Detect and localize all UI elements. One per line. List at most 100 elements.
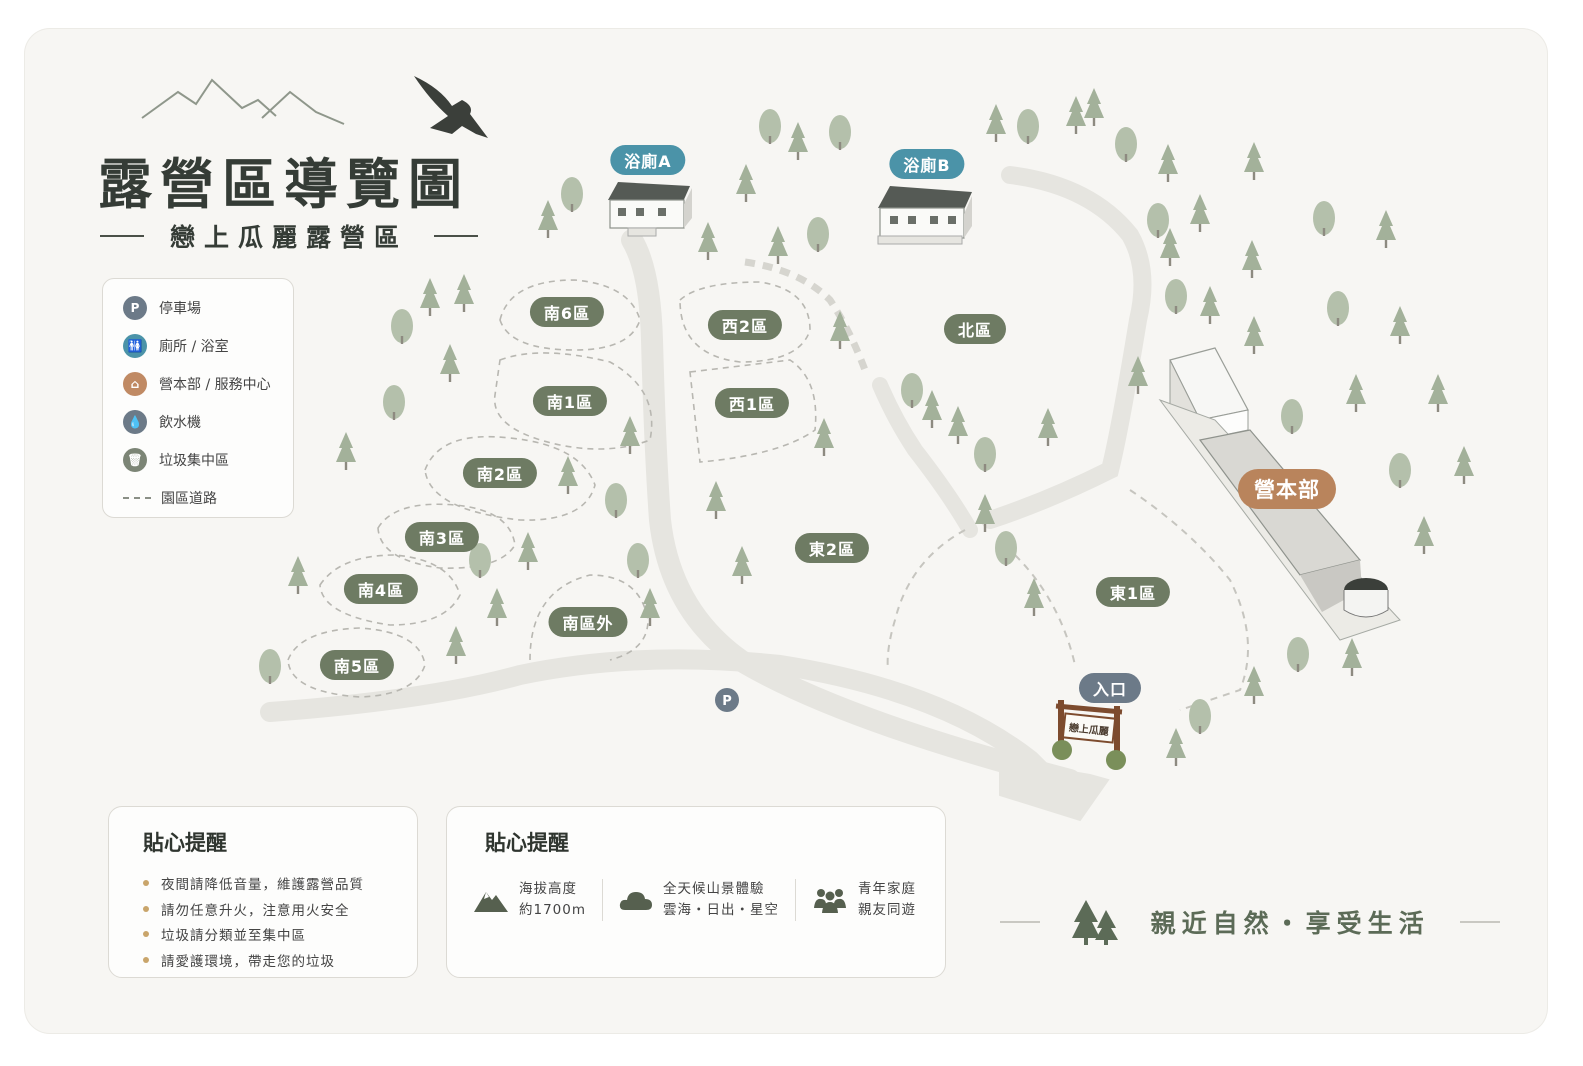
tree-icon	[1242, 240, 1262, 278]
zone-label-6[interactable]: 南區外	[548, 607, 628, 637]
tree-icon	[1158, 144, 1178, 182]
road-dash-icon	[123, 497, 151, 499]
tree-icon	[829, 115, 851, 150]
zone-label-7[interactable]: 西2區	[707, 310, 783, 340]
tree-icon	[1346, 374, 1366, 412]
tip-item: 垃圾請分類並至集中區	[143, 924, 417, 950]
zone-label-11[interactable]: 東1區	[1095, 577, 1171, 607]
tree-icon	[1024, 578, 1044, 616]
zone-label-1[interactable]: 南1區	[532, 386, 608, 416]
eagle-icon	[414, 76, 488, 138]
zone-label-8[interactable]: 西1區	[714, 388, 790, 418]
tree-icon	[627, 543, 649, 578]
slogan-text: 親近自然・享受生活	[1150, 909, 1430, 938]
tree-icon	[420, 278, 440, 316]
tree-icon	[336, 432, 356, 470]
tree-icon	[640, 588, 660, 626]
fact-altitude-line1: 海拔高度	[519, 881, 577, 897]
tree-icon	[1166, 728, 1186, 766]
zone-label-5[interactable]: 南5區	[319, 650, 395, 680]
slogan: 親近自然・享受生活	[1000, 895, 1500, 949]
water-icon: 💧	[123, 410, 147, 434]
legend-label: 飲水機	[159, 415, 201, 431]
legend-item-trash: 🗑垃圾集中區	[123, 441, 293, 479]
subtitle-rule-right	[433, 235, 478, 237]
entrance-gate	[1052, 700, 1126, 770]
tree-icon	[698, 222, 718, 260]
info-card-title: 貼心提醒	[485, 831, 569, 855]
restroom-icon: 🚻	[123, 334, 147, 358]
tree-icon	[561, 177, 583, 212]
parking-marker[interactable]	[715, 688, 739, 712]
tree-icon	[1287, 637, 1309, 672]
tree-icon	[1244, 142, 1264, 180]
people-icon	[814, 889, 847, 913]
tree-icon	[814, 418, 834, 456]
fact-scenery: 全天候山景體驗 雲海・日出・星空	[602, 879, 795, 921]
tree-icon	[1244, 666, 1264, 704]
slogan-rule-left	[1000, 921, 1040, 923]
tree-icon	[901, 373, 923, 408]
mountain-icon	[474, 892, 508, 912]
fact-audience-line2: 親友同遊	[858, 902, 917, 918]
legend-item-water: 💧 飲水機	[123, 403, 293, 441]
subtitle-rule-left	[100, 235, 144, 237]
tree-icon	[732, 546, 752, 584]
tree-icon	[995, 531, 1017, 566]
tree-icon	[1389, 453, 1411, 488]
fact-audience: 青年家庭 親友同遊	[795, 879, 932, 921]
zone-label-2[interactable]: 南2區	[462, 458, 538, 488]
tree-icon	[1189, 699, 1211, 734]
tips-card: 貼心提醒 夜間請降低音量，維護露營品質 請勿任意升火，注意用火安全 垃圾請分類並…	[108, 806, 418, 978]
tree-icon	[487, 588, 507, 626]
map-subtitle: 戀上瓜麗露營區	[100, 218, 478, 254]
zone-label-12[interactable]: 浴廁A	[610, 145, 686, 175]
tree-icon	[1200, 286, 1220, 324]
fact-altitude-line2: 約1700m	[519, 902, 587, 918]
tree-icon	[975, 494, 995, 532]
zone-label-13[interactable]: 浴廁B	[889, 149, 965, 179]
zone-label-9[interactable]: 北區	[943, 314, 1007, 344]
fact-audience-line1: 青年家庭	[858, 881, 917, 897]
tree-icon	[986, 104, 1006, 142]
zone-label-3[interactable]: 南3區	[404, 522, 480, 552]
pine-trees-icon	[1072, 900, 1119, 945]
tree-icon	[1244, 316, 1264, 354]
zone-label-10[interactable]: 東2區	[794, 533, 870, 563]
tree-icon	[383, 385, 405, 420]
zone-label-4[interactable]: 南4區	[343, 574, 419, 604]
legend-label: 園區道路	[161, 491, 217, 507]
tree-icon	[605, 483, 627, 518]
tree-icon	[1327, 291, 1349, 326]
tree-icon	[706, 481, 726, 519]
parking-marker-text: P	[722, 694, 732, 709]
tree-icon	[446, 626, 466, 664]
tip-item: 請愛護環境，帶走您的垃圾	[143, 950, 417, 976]
legend-item-service-center: ⌂營本部 / 服務中心	[123, 365, 293, 403]
tree-icon	[1038, 408, 1058, 446]
tree-icon	[974, 437, 996, 472]
tree-icon	[1084, 88, 1104, 126]
legend-label: 垃圾集中區	[159, 453, 229, 469]
tree-icon	[1115, 127, 1137, 162]
info-card: 貼心提醒 海拔高度 約1700m 全天候山景體驗 雲海・日出・星空	[446, 806, 946, 978]
tree-icon	[538, 200, 558, 238]
cloud-icon	[619, 892, 653, 910]
zone-label-0[interactable]: 南6區	[529, 297, 605, 327]
tree-icon	[1281, 399, 1303, 434]
zone-outlines	[287, 279, 817, 698]
dashed-trails	[744, 258, 1249, 711]
tree-icon	[440, 344, 460, 382]
zone-label-15[interactable]: 營本部	[1238, 469, 1336, 509]
tree-icon	[620, 416, 640, 454]
tree-icon	[391, 309, 413, 344]
parking-icon: P	[123, 296, 147, 320]
legend-item-restroom: 🚻廁所 / 浴室	[123, 327, 293, 365]
zone-label-14[interactable]: 入口	[1078, 673, 1142, 703]
tree-icon	[1165, 279, 1187, 314]
tree-icon	[736, 164, 756, 202]
bathhouse-b-building	[877, 186, 972, 245]
tree-icon	[1376, 210, 1396, 248]
